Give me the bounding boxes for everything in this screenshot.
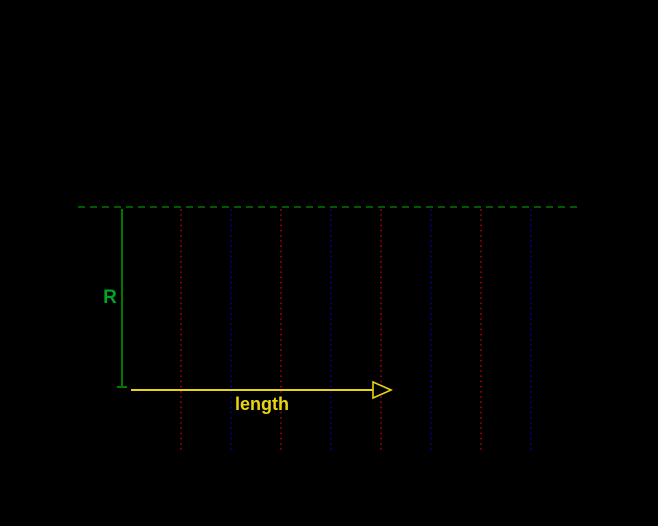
radius-label: R — [103, 287, 117, 308]
length-arrowhead-icon — [372, 380, 393, 400]
length-label: length — [235, 394, 289, 414]
field-lines-group — [180, 209, 532, 452]
